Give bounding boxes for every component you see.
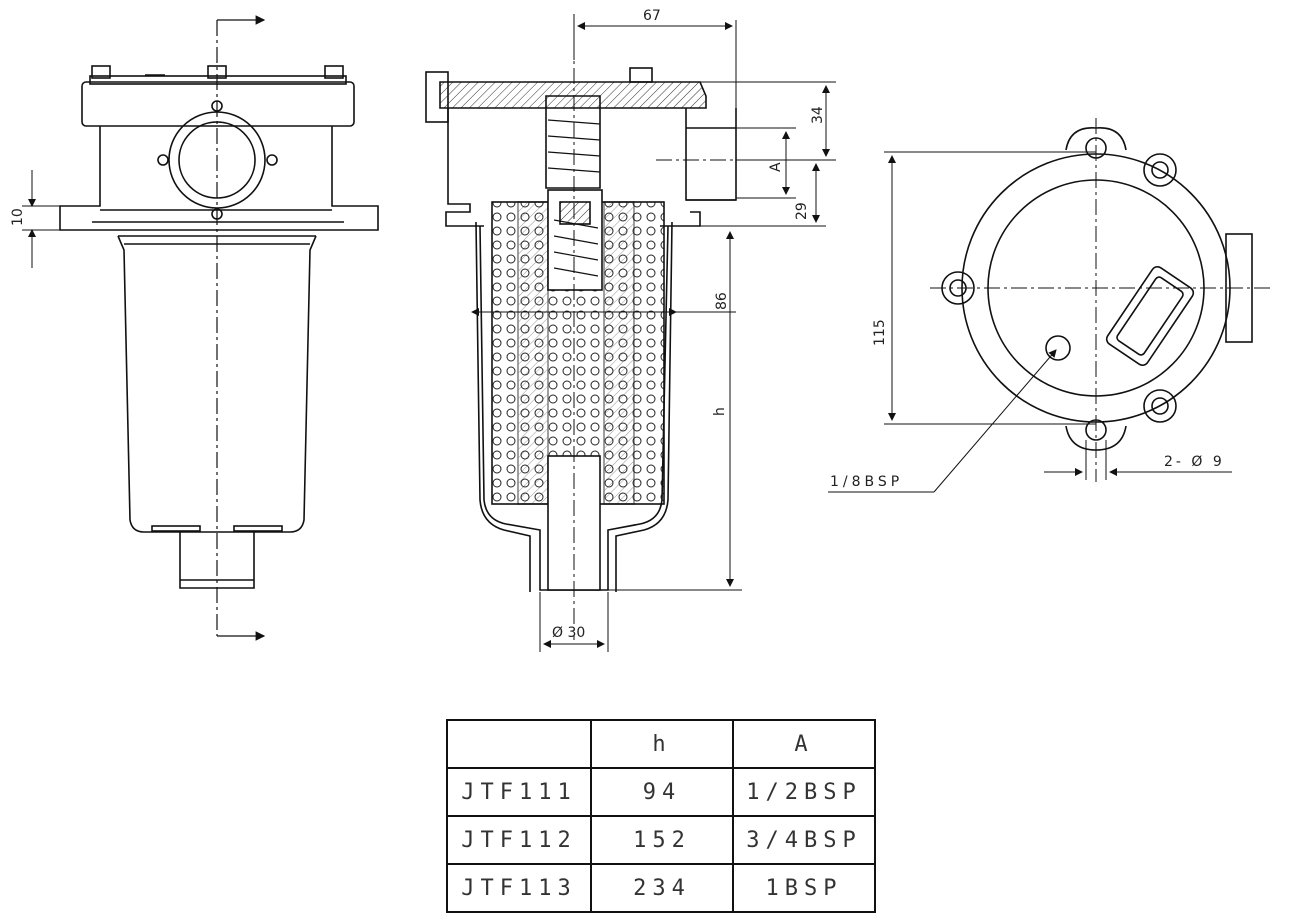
dim-34-label: 34 <box>810 106 826 124</box>
dim-30-label: Ø 30 <box>552 625 585 641</box>
table-row: JTF111 94 1/2BSP <box>446 767 876 817</box>
table-row: JTF112 152 3/4BSP <box>446 815 876 865</box>
dim-10-label: 10 <box>10 208 26 226</box>
table-cell-a: 1/2BSP <box>732 767 876 817</box>
table-cell-a: 3/4BSP <box>732 815 876 865</box>
table-cell-model: JTF113 <box>446 863 592 913</box>
table-header-a: A <box>732 719 876 769</box>
dim-115-label: 115 <box>872 319 888 346</box>
table-row: JTF113 234 1BSP <box>446 863 876 913</box>
table-cell-h: 152 <box>590 815 734 865</box>
dim-67-label: 67 <box>643 8 661 24</box>
front-view <box>22 15 379 641</box>
table-cell-model: JTF112 <box>446 815 592 865</box>
dim-a-label: A <box>768 162 784 172</box>
dim-29-label: 29 <box>794 202 810 220</box>
table-cell-h: 234 <box>590 863 734 913</box>
top-dimensions <box>828 151 1232 493</box>
table-cell-h: 94 <box>590 767 734 817</box>
section-view <box>425 14 780 640</box>
section-dimensions <box>471 20 836 652</box>
dim-86-label: 86 <box>714 292 730 310</box>
model-spec-table: h A JTF111 94 1/2BSP JTF112 152 3/4BSP J… <box>446 719 876 913</box>
table-cell-a: 1BSP <box>732 863 876 913</box>
top-view <box>930 118 1272 482</box>
dim-2x9-label: 2- Ø 9 <box>1164 454 1225 470</box>
table-header-row: h A <box>446 719 876 769</box>
gauge-port-label: 1/8BSP <box>830 474 903 490</box>
table-cell-model: JTF111 <box>446 767 592 817</box>
table-header-model <box>446 719 592 769</box>
table-header-h: h <box>590 719 734 769</box>
dim-h-label: h <box>712 407 728 416</box>
